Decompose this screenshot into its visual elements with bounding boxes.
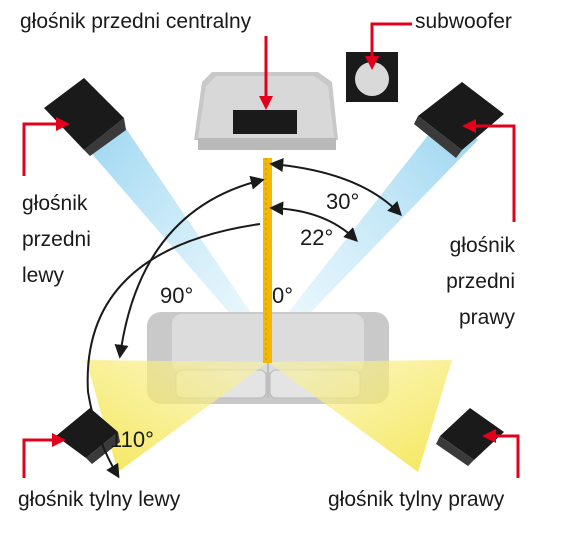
angle-label-90: 90°: [160, 283, 194, 308]
angle-label-110: 110°: [110, 427, 154, 452]
label-subwoofer: subwoofer: [415, 10, 512, 33]
rear-right-speaker: [436, 408, 504, 466]
red-pointers: [22, 22, 520, 478]
label-front-right-line1: głośnik: [449, 234, 515, 257]
red-arrowheads: [52, 56, 496, 447]
angle-label-0: 0°: [272, 283, 294, 308]
label-front-left-line2: przedni: [22, 228, 91, 251]
front-right-beam: [268, 110, 478, 346]
angle-arcs: [86, 158, 402, 479]
label-front-right-line2: przedni: [446, 270, 515, 293]
label-front-left-line1: głośnik: [22, 192, 88, 215]
front-right-speaker: [414, 82, 504, 158]
rear-left-beam: [86, 360, 268, 472]
angle-label-22: 22°: [300, 225, 334, 250]
rear-right-beam: [268, 360, 452, 472]
label-rear-right: głośnik tylny prawy: [328, 488, 505, 511]
angle-label-30: 30°: [326, 189, 360, 214]
label-rear-left: głośnik tylny lewy: [18, 488, 181, 511]
listening-axis: [263, 158, 272, 363]
label-front-right-line3: prawy: [458, 306, 515, 329]
front-left-speaker: [44, 78, 126, 156]
label-front-left-line3: lewy: [22, 264, 65, 287]
label-front-center: głośnik przedni centralny: [20, 10, 252, 33]
